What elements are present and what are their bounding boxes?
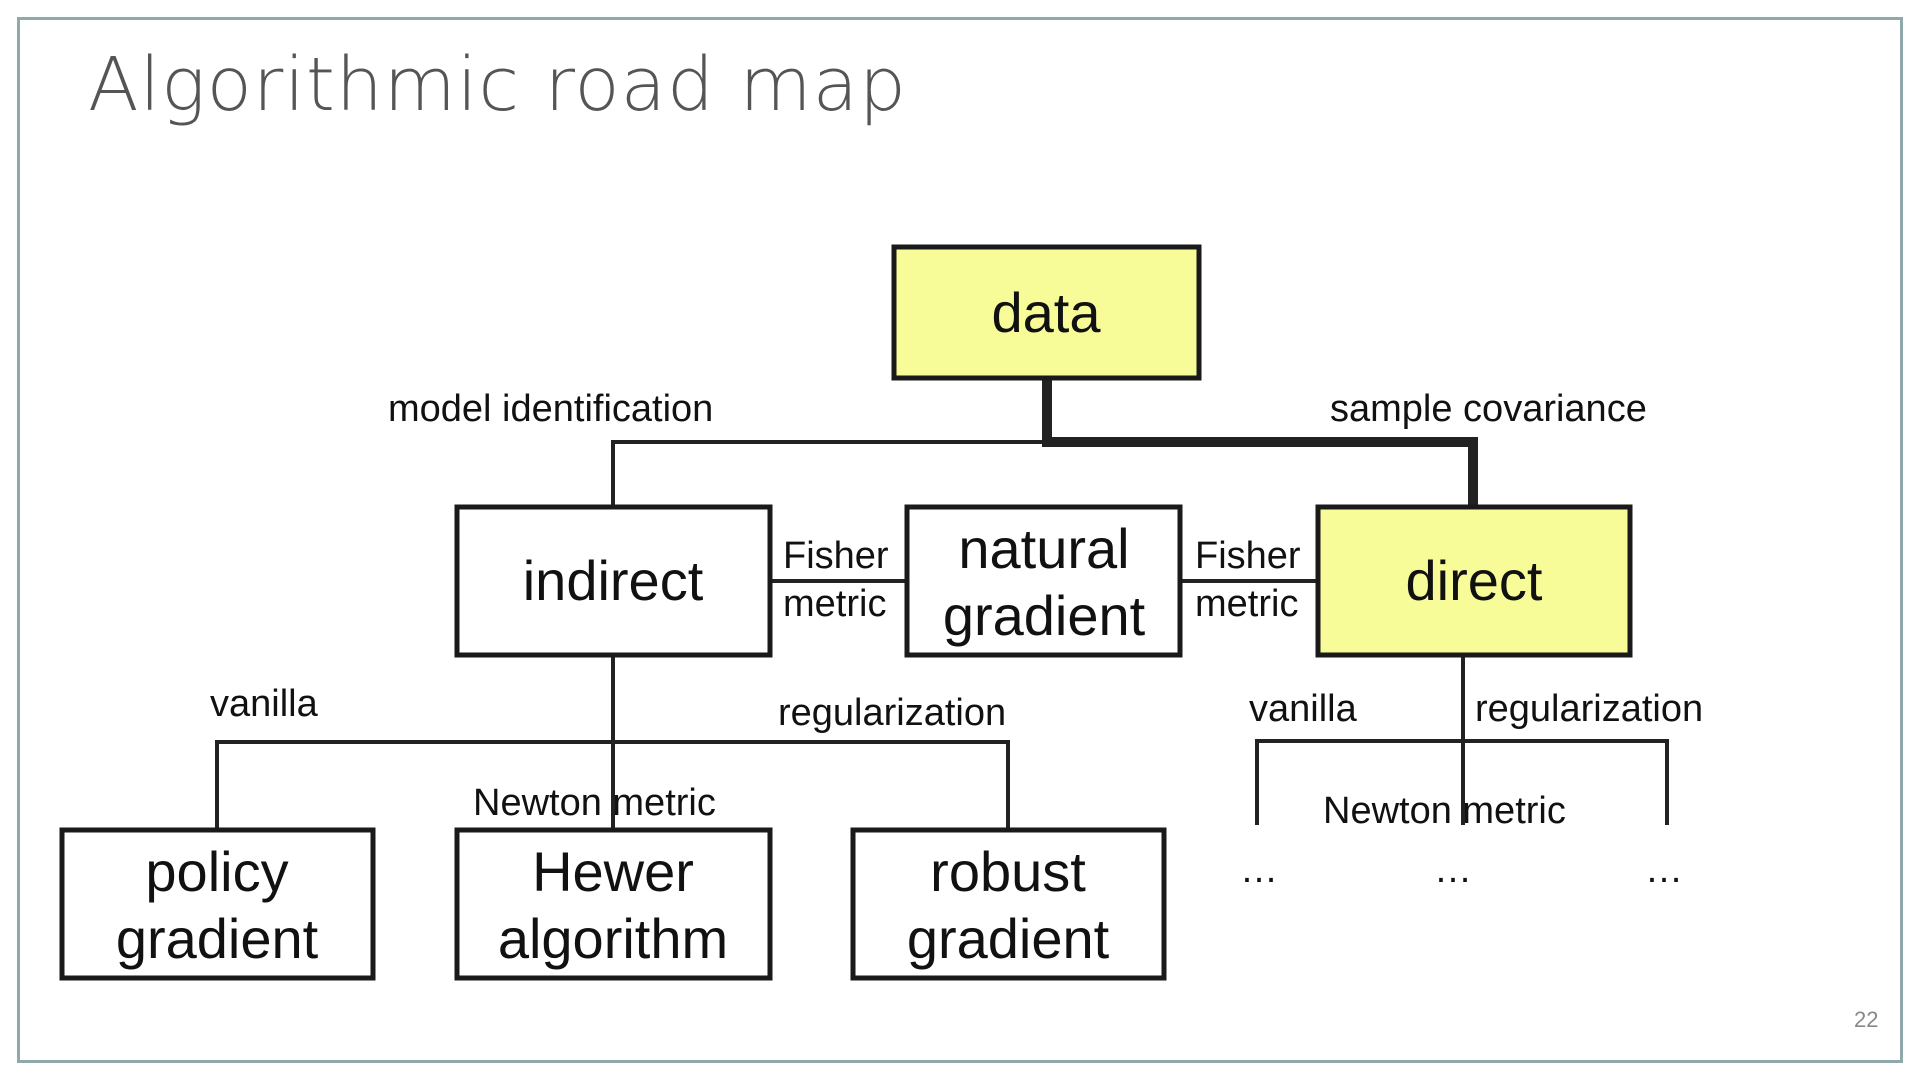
- label-regularization-left: regularization: [778, 692, 1006, 734]
- edge-indirect-branches: [215, 740, 1010, 830]
- node-natural-gradient-line1: natural: [958, 517, 1129, 580]
- node-policy-gradient: policy gradient: [59, 827, 376, 981]
- node-natural-gradient-line2: gradient: [943, 584, 1146, 647]
- node-robust-gradient-box: [850, 827, 1167, 981]
- page-number: 22: [1854, 1007, 1879, 1032]
- label-model-identification: model identification: [388, 388, 713, 430]
- label-vanilla-left: vanilla: [210, 683, 319, 725]
- label-newton-left: Newton metric: [473, 782, 716, 824]
- page-title: Algorithmic road map: [88, 42, 907, 128]
- label-sample-covariance: sample covariance: [1330, 388, 1647, 430]
- node-robust-gradient-line2: gradient: [907, 907, 1110, 970]
- placeholder-right: …: [1645, 849, 1683, 891]
- placeholder-middle: …: [1434, 849, 1472, 891]
- node-hewer-algorithm-line2: algorithm: [498, 907, 728, 970]
- node-indirect: indirect: [454, 504, 773, 658]
- node-hewer-algorithm: Hewer algorithm: [454, 827, 773, 981]
- label-fisher-right-line2: metric: [1195, 583, 1298, 625]
- node-natural-gradient: natural gradient: [904, 504, 1183, 658]
- label-vanilla-right: vanilla: [1249, 688, 1358, 730]
- node-robust-gradient-line1: robust: [930, 840, 1086, 903]
- edge-labels: model identification sample covariance F…: [210, 388, 1703, 832]
- placeholders: … … …: [1240, 849, 1683, 891]
- node-policy-gradient-line1: policy: [145, 840, 288, 903]
- label-fisher-left-line1: Fisher: [783, 535, 889, 577]
- node-hewer-algorithm-box: [454, 827, 773, 981]
- node-indirect-box: [454, 504, 773, 658]
- label-fisher-right-line1: Fisher: [1195, 535, 1301, 577]
- node-data-label: data: [992, 281, 1102, 344]
- label-regularization-right: regularization: [1475, 688, 1703, 730]
- node-policy-gradient-line2: gradient: [116, 907, 319, 970]
- connectors: [215, 378, 1669, 830]
- node-data-box: [891, 244, 1202, 381]
- edge-direct-branches: [1255, 739, 1669, 825]
- edge-data-direct: [1042, 378, 1478, 505]
- node-hewer-algorithm-line1: Hewer: [532, 840, 694, 903]
- node-policy-gradient-box: [59, 827, 376, 981]
- node-natural-gradient-box: [904, 504, 1183, 658]
- node-direct-label: direct: [1406, 549, 1543, 612]
- node-direct: direct: [1315, 504, 1633, 658]
- label-newton-right: Newton metric: [1323, 790, 1566, 832]
- node-indirect-label: indirect: [523, 549, 704, 612]
- label-fisher-left-line2: metric: [783, 583, 886, 625]
- node-direct-box: [1315, 504, 1633, 658]
- node-data: data: [891, 244, 1202, 381]
- node-robust-gradient: robust gradient: [850, 827, 1167, 981]
- placeholder-left: …: [1240, 849, 1278, 891]
- edge-data-indirect: [611, 440, 1047, 505]
